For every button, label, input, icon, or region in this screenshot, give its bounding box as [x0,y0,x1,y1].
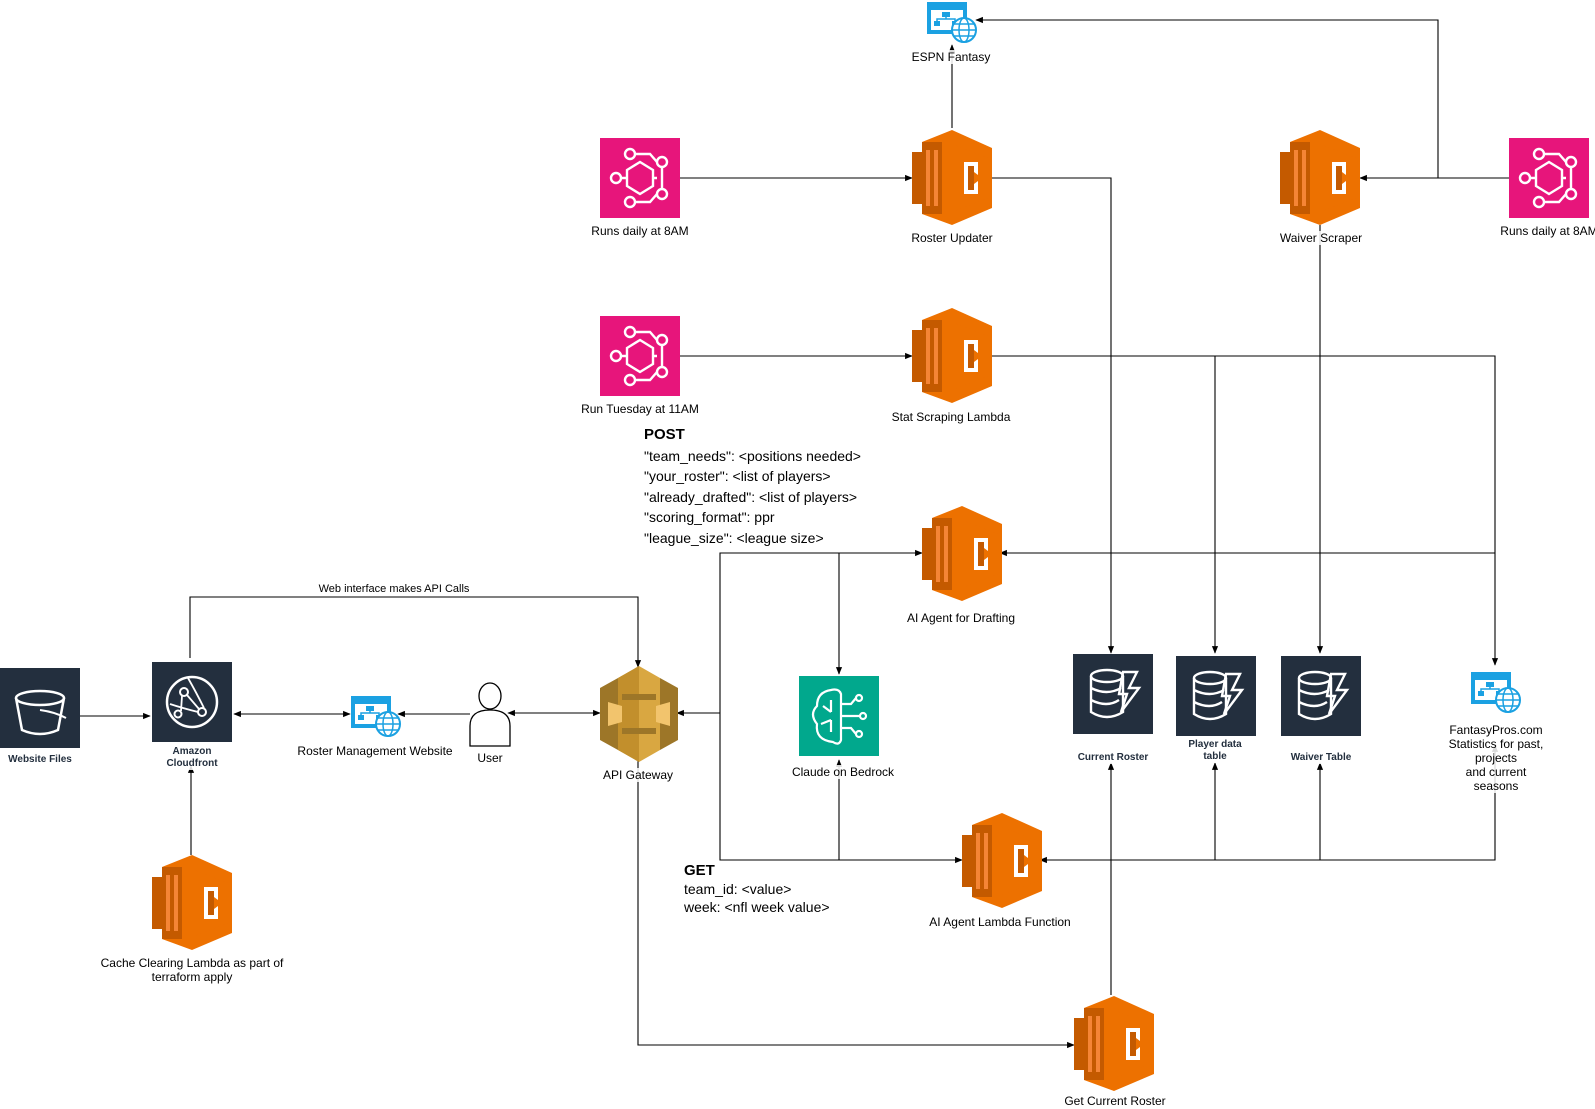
website-files-label: Website Files [8,754,72,766]
lambda-icon [962,813,1042,908]
cache-lambda-label: Cache Clearing Lambda as part of terrafo… [100,956,284,984]
cloudfront-node [152,662,232,747]
api-gateway-node [598,666,680,767]
edge-stat-to-fantasypros [1215,355,1499,666]
get-roster-label: Get Current Roster [1064,1094,1166,1108]
cache-lambda-node [152,855,232,955]
player-table-node [1176,656,1256,741]
roster-site-label: Roster Management Website [297,744,453,758]
eventbridge-roster-node [600,138,680,223]
ai-drafting-node [922,506,1002,606]
bedrock-node [799,676,879,761]
get-method: GET [684,862,715,879]
eventbridge-icon [600,138,680,218]
eventbridge-icon [1509,138,1589,218]
web-app-icon [351,696,401,737]
eventbridge-icon [600,316,680,396]
edge-label-web-api: Web interface makes API Calls [318,583,470,595]
web-app-icon [1471,672,1521,713]
lambda-icon [1280,130,1360,225]
eventbridge-stats-label: Run Tuesday at 11AM [581,402,699,416]
player-table-label: Player data table [1188,739,1242,763]
waiver-table-node [1281,656,1361,741]
eventbridge-roster-label: Runs daily at 8AM [591,224,689,238]
lambda-icon [912,130,992,225]
roster-updater-node [912,130,992,230]
get-line-week: week: <nfl week value> [684,899,830,915]
lambda-icon [152,855,232,950]
lambda-icon [1074,996,1154,1091]
edge-api-to-ai-lambda [719,713,963,864]
waiver-scraper-node [1280,130,1360,230]
bedrock-label: Claude on Bedrock [791,765,895,779]
api-gateway-label: API Gateway [602,768,674,782]
dynamodb-icon [1176,656,1256,736]
current-roster-node [1073,654,1153,739]
user-node [468,682,512,753]
stat-scraper-node [912,308,992,408]
s3-bucket-icon [0,668,80,748]
current-roster-label: Current Roster [1077,752,1149,764]
edge-api-to-get-roster [637,760,1075,1049]
post-line-team-needs: "team_needs": <positions needed> [644,447,861,464]
post-method: POST [644,426,685,443]
get-roster-node [1074,996,1154,1096]
edge-api-to-drafting [719,549,923,713]
ai-lambda-label: AI Agent Lambda Function [929,915,1071,929]
bedrock-icon [799,676,879,756]
edge-roster-updater-to-current-roster [990,177,1115,654]
website-files-node [0,668,80,753]
dynamodb-icon [1281,656,1361,736]
post-line-league-size: "league_size": <league size> [644,529,824,546]
roster-site-node [350,694,402,743]
edge-waiver-to-espn [975,16,1439,178]
lambda-icon [912,308,992,403]
fantasypros-node [1470,670,1522,719]
fantasypros-label: FantasyPros.com Statistics for past, pro… [1446,723,1546,793]
waiver-table-label: Waiver Table [1290,752,1352,764]
post-request-block: POST "team_needs": <positions needed> "y… [644,425,861,548]
edge-cloudfront-to-api [189,596,642,668]
stat-scraper-label: Stat Scraping Lambda [891,410,1011,424]
ai-drafting-label: AI Agent for Drafting [906,611,1016,625]
user-icon [469,682,511,747]
cloudfront-label: Amazon Cloudfront [166,746,218,770]
edge-stat-to-player-table [990,355,1219,654]
lambda-icon [922,506,1002,601]
ai-lambda-node [962,813,1042,913]
cloudfront-icon [152,662,232,742]
eventbridge-stats-node [600,316,680,401]
dynamodb-icon [1073,654,1153,734]
web-app-icon [927,2,977,43]
post-line-your-roster: "your_roster": <list of players> [644,468,831,484]
eventbridge-waiver-node [1509,138,1589,223]
post-line-already-drafted: "already_drafted": <list of players> [644,488,858,505]
roster-updater-label: Roster Updater [911,231,993,245]
espn-fantasy-label: ESPN Fantasy [911,50,991,64]
waiver-scraper-label: Waiver Scraper [1279,231,1363,245]
get-request-block: GET team_id: <value> week: <nfl week val… [684,862,830,916]
user-label: User [477,751,503,765]
eventbridge-waiver-label: Runs daily at 8AM [1500,224,1595,238]
api-gateway-icon [600,666,678,762]
post-line-scoring-format: "scoring_format": ppr [644,509,775,525]
espn-fantasy-node [926,0,978,49]
get-line-team-id: team_id: <value> [684,881,792,897]
